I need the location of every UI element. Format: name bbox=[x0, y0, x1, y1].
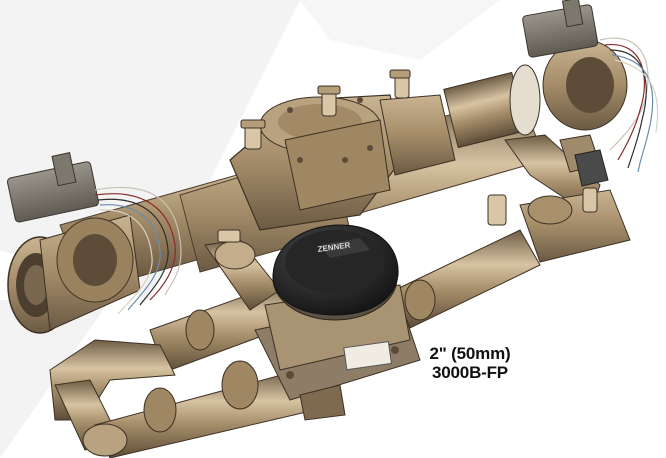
water-meter bbox=[254, 224, 421, 421]
backflow-preventer-body bbox=[229, 69, 456, 231]
background-shape bbox=[300, 0, 500, 60]
product-caption: 2" (50mm) 3000B-FP bbox=[400, 344, 540, 382]
right-shutoff-valve bbox=[443, 0, 628, 149]
model-number-label: 3000B-FP bbox=[432, 363, 508, 382]
tamper-switch-wires-right bbox=[599, 37, 659, 173]
pipe-size-label: 2" (50mm) bbox=[429, 344, 511, 363]
left-shutoff-valve bbox=[6, 152, 141, 334]
tamper-switch-wires-left bbox=[94, 186, 182, 315]
